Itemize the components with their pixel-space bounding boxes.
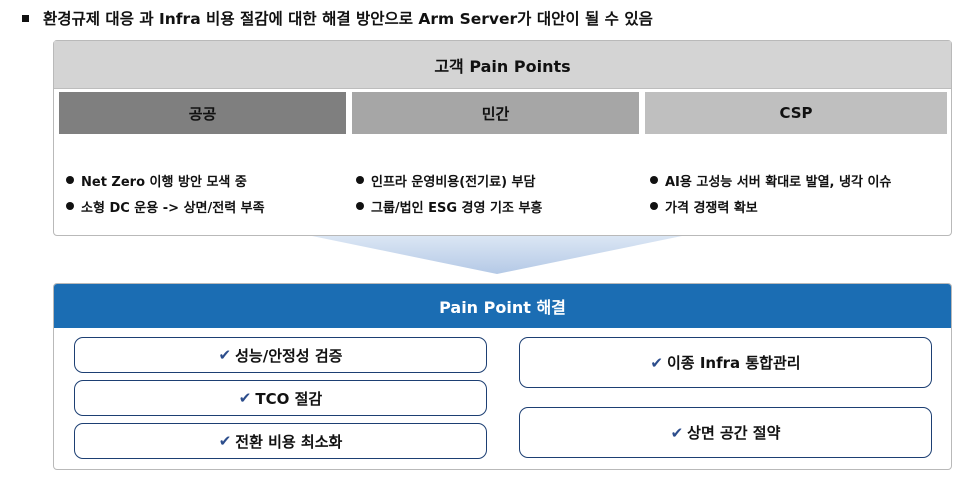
pain-points-panel: 고객 Pain Points 공공 민간 CSP Net Zero 이행 방안 … [53,40,952,236]
list-item: 그룹/법인 ESG 경영 기조 부흥 [356,193,542,219]
list-item: AI용 고성능 서버 확대로 발열, 냉각 이슈 [650,167,891,193]
public-pain-list: Net Zero 이행 방안 모색 중 소형 DC 운용 -> 상면/전력 부족 [66,167,265,219]
dot-icon [356,202,364,210]
list-item: 소형 DC 운용 -> 상면/전력 부족 [66,193,265,219]
dot-icon [66,202,74,210]
square-bullet-icon [22,14,29,22]
csp-pain-list: AI용 고성능 서버 확대로 발열, 냉각 이슈 가격 경쟁력 확보 [650,167,891,219]
check-icon: ✔ [218,346,232,364]
segment-csp: CSP [645,92,947,134]
dot-icon [650,202,658,210]
solution-panel: Pain Point 해결 ✔성능/안정성 검증 ✔TCO 절감 ✔전환 비용 … [53,283,952,470]
dot-icon [66,176,74,184]
list-item: Net Zero 이행 방안 모색 중 [66,167,265,193]
check-icon: ✔ [670,423,684,442]
solution-item-space-saving: ✔상면 공간 절약 [519,407,932,458]
solution-title: Pain Point 해결 [54,284,951,328]
solution-item-migration-cost: ✔전환 비용 최소화 [74,423,487,459]
segment-private: 민간 [352,92,639,134]
list-item: 인프라 운영비용(전기료) 부담 [356,167,542,193]
dot-icon [650,176,658,184]
headline: 환경규제 대응 과 Infra 비용 절감에 대한 해결 방안으로 Arm Se… [20,6,950,30]
headline-text: 환경규제 대응 과 Infra 비용 절감에 대한 해결 방안으로 Arm Se… [43,10,653,28]
solution-item-performance: ✔성능/안정성 검증 [74,337,487,373]
segment-public: 공공 [59,92,346,134]
pain-points-title: 고객 Pain Points [54,41,951,89]
list-item: 가격 경쟁력 확보 [650,193,891,219]
solution-item-infra-management: ✔이종 Infra 통합관리 [519,337,932,388]
dot-icon [356,176,364,184]
check-icon: ✔ [238,389,252,407]
check-icon: ✔ [650,353,663,372]
check-icon: ✔ [218,432,232,450]
solution-item-tco: ✔TCO 절감 [74,380,487,416]
private-pain-list: 인프라 운영비용(전기료) 부담 그룹/법인 ESG 경영 기조 부흥 [356,167,542,219]
down-arrow-icon [312,236,682,274]
